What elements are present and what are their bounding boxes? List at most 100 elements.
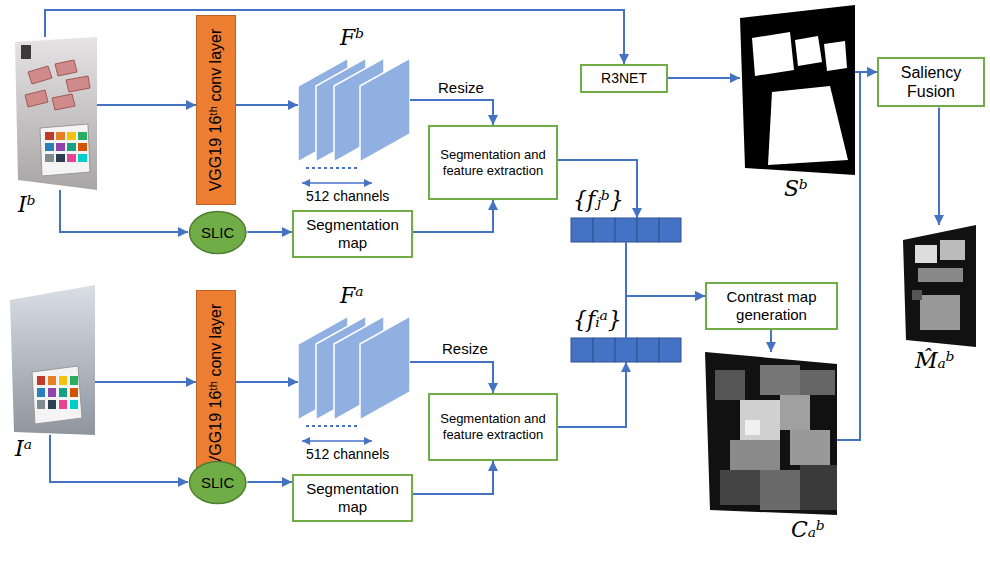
chart-patch bbox=[37, 400, 45, 409]
chart-patch bbox=[56, 143, 65, 151]
connector-arrow bbox=[50, 435, 188, 482]
superpixel bbox=[800, 370, 835, 395]
feature-map-stack: Fᵇ512 channels bbox=[298, 58, 410, 162]
fused-regions bbox=[912, 240, 965, 330]
salient-region bbox=[824, 41, 847, 71]
vector-cell bbox=[615, 218, 637, 242]
connector-arrow bbox=[558, 362, 626, 427]
connector-arrow bbox=[770, 330, 772, 352]
connector-arrow bbox=[413, 461, 493, 494]
photo bbox=[10, 285, 95, 435]
vector-cell bbox=[593, 218, 615, 242]
superpixel bbox=[740, 400, 780, 440]
node-label: Segmentation map bbox=[302, 216, 403, 252]
edge-label: Resize bbox=[440, 340, 490, 357]
dimension-label: 512 channels bbox=[306, 446, 389, 463]
connector-arrow bbox=[410, 100, 493, 125]
chart-patch bbox=[45, 154, 54, 162]
node-label: Segmentation map bbox=[302, 480, 403, 516]
node-label: Segmentation and feature extraction bbox=[438, 147, 548, 178]
process-box: Segmentation map bbox=[292, 210, 413, 258]
color-chart bbox=[40, 124, 90, 176]
superpixel bbox=[730, 440, 780, 470]
brick bbox=[28, 66, 52, 84]
chart-patch bbox=[45, 132, 54, 140]
chart-patch bbox=[67, 132, 76, 140]
connector-arrow bbox=[247, 481, 292, 483]
connector-arrow bbox=[626, 242, 705, 296]
dimension-label: 512 channels bbox=[306, 188, 389, 205]
math-label: Iᵃ bbox=[15, 437, 32, 461]
image-panel: Sᵇ bbox=[740, 5, 855, 175]
vector-cell bbox=[593, 338, 615, 362]
process-box: Segmentation and feature extraction bbox=[428, 125, 558, 200]
salient-region bbox=[768, 86, 848, 165]
connector-arrow bbox=[938, 107, 940, 225]
superpixel bbox=[760, 365, 800, 395]
photo-object bbox=[21, 45, 31, 59]
saliency-map bbox=[740, 5, 855, 175]
process-box: R3NET bbox=[580, 64, 668, 93]
region bbox=[915, 245, 937, 263]
superpixel bbox=[715, 370, 745, 400]
region bbox=[940, 240, 965, 260]
node-label: SLIC bbox=[201, 474, 234, 491]
math-label: M̂ₐᵇ bbox=[915, 349, 955, 373]
process-box: Segmentation map bbox=[292, 474, 413, 522]
chart-patch bbox=[67, 154, 76, 162]
superpixel bbox=[745, 420, 760, 435]
math-label: Fᵇ bbox=[340, 26, 364, 50]
superpixel bbox=[780, 395, 810, 430]
superpixel bbox=[760, 470, 800, 510]
feature-vector: {fⱼᵇ} bbox=[571, 218, 681, 242]
connector-arrow bbox=[410, 362, 493, 393]
process-box: Segmentation and feature extraction bbox=[428, 393, 558, 461]
brick bbox=[52, 94, 75, 110]
node-label: Saliency Fusion bbox=[887, 63, 975, 101]
process-box: Saliency Fusion bbox=[877, 57, 985, 107]
connector-arrow bbox=[413, 200, 493, 232]
chart-patch bbox=[45, 143, 54, 151]
vector-cell bbox=[571, 218, 593, 242]
chart-patch bbox=[78, 132, 87, 140]
chart-patch bbox=[70, 400, 78, 409]
photo bbox=[15, 37, 97, 190]
process-ellipse: SLIC bbox=[188, 460, 247, 505]
feature-map bbox=[360, 316, 410, 420]
vector-cell bbox=[659, 338, 681, 362]
chart-patch bbox=[59, 388, 67, 397]
math-label: Cₐᵇ bbox=[791, 518, 825, 542]
connector-arrow bbox=[97, 104, 196, 106]
chart-patch bbox=[48, 400, 56, 409]
fused-saliency-map bbox=[903, 225, 976, 347]
salient-region bbox=[795, 36, 822, 66]
connector-arrow bbox=[45, 10, 624, 64]
connector-arrow bbox=[558, 160, 637, 218]
feature-map-stack: Fᵃ512 channels bbox=[298, 316, 410, 420]
ellipse-shape bbox=[190, 462, 246, 504]
math-label: {fᵢᵃ} bbox=[573, 308, 622, 332]
process-ellipse: SLIC bbox=[188, 210, 247, 255]
image-panel: M̂ₐᵇ bbox=[903, 225, 976, 347]
dotted-line bbox=[306, 425, 358, 427]
node-label: SLIC bbox=[201, 224, 234, 241]
brick bbox=[55, 60, 77, 76]
node-label: Contrast map generation bbox=[715, 288, 828, 324]
vector-cell bbox=[637, 338, 659, 362]
color-chart bbox=[32, 366, 82, 424]
connector-arrow bbox=[837, 72, 877, 440]
connector-arrow bbox=[247, 231, 292, 233]
connector-arrow bbox=[60, 190, 188, 232]
chart-patch bbox=[48, 376, 56, 385]
vector-cell bbox=[659, 218, 681, 242]
node-label: R3NET bbox=[601, 70, 647, 87]
vector-cell bbox=[571, 338, 593, 362]
process-box: Contrast map generation bbox=[705, 282, 838, 330]
channel-arrow bbox=[302, 440, 372, 442]
brick bbox=[66, 76, 90, 92]
chart-patch bbox=[56, 132, 65, 140]
chart-patch bbox=[70, 388, 78, 397]
superpixel bbox=[790, 430, 830, 465]
connector-arrow bbox=[95, 381, 196, 383]
